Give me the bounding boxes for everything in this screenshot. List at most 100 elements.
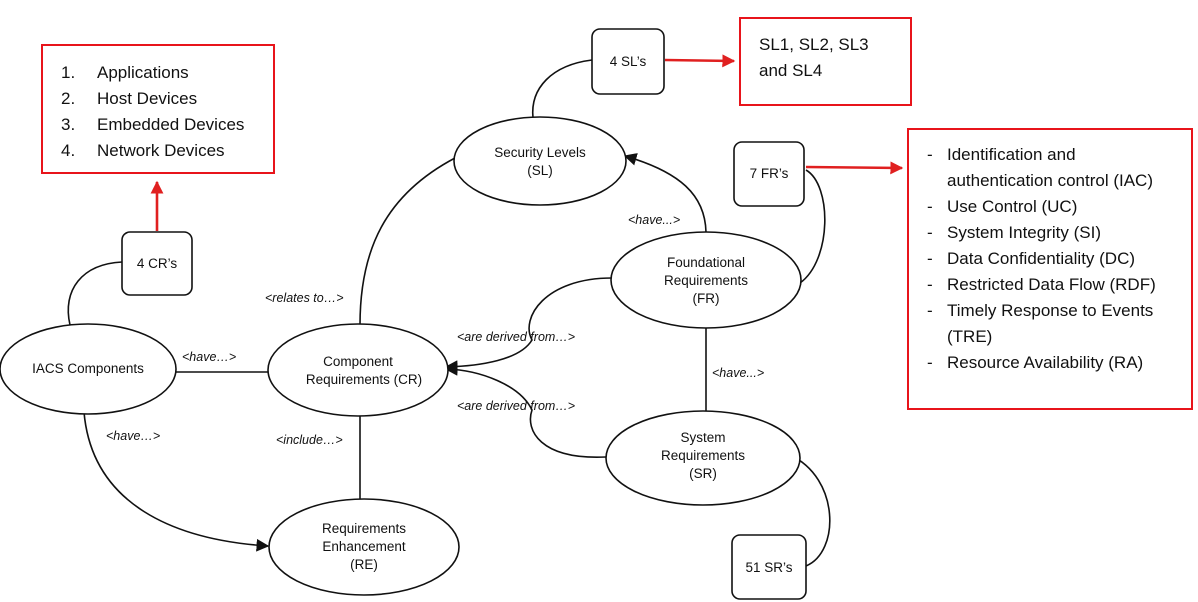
list-text: Timely Response to Events <box>947 301 1154 320</box>
node-label: System <box>680 430 725 445</box>
node-label: (SR) <box>689 466 717 481</box>
count-box-label: 7 FR’s <box>750 166 789 181</box>
svg-text:Security Levels: Security Levels <box>494 145 586 160</box>
cr-types-list: 1. Applications 2. Host Devices 3.Embedded… <box>61 60 273 164</box>
node-iacs-components: IACS Components <box>0 323 177 415</box>
list-text: Identification and <box>947 145 1076 164</box>
svg-text:(RE): (RE) <box>350 557 378 572</box>
list-text: Resource Availability (RA) <box>947 353 1144 372</box>
edge-label-cr-re: <include…> <box>276 433 343 447</box>
svg-text:Requirements: Requirements <box>664 273 748 288</box>
node-label: Requirements <box>322 521 406 536</box>
edge-iacs-crcount <box>67 261 123 326</box>
node-label: Foundational <box>667 255 745 270</box>
list-item: -Timely Response to Events <box>927 298 1191 324</box>
list-number: 1. <box>61 63 76 82</box>
list-item: -Use Control (UC) <box>927 194 1191 220</box>
edge-label-cr-sl: <relates to…> <box>265 291 344 305</box>
list-text: authentication control (IAC) <box>947 171 1153 190</box>
svg-text:<have...>: <have...> <box>628 213 680 227</box>
count-box-label: 51 SR’s <box>745 560 792 575</box>
list-marker: - <box>927 145 933 164</box>
list-item: authentication control (IAC) <box>927 168 1191 194</box>
node-label: (FR) <box>693 291 720 306</box>
list-text: Host Devices <box>97 89 198 108</box>
svg-text:<have...>: <have...> <box>712 366 764 380</box>
callout-sl-levels: SL1, SL2, SL3 and SL4 <box>739 17 912 106</box>
node-label: Requirements (CR) <box>306 372 422 387</box>
count-box-fr: 7 FR’s <box>733 141 805 207</box>
svg-text:Requirements: Requirements <box>661 448 745 463</box>
node-system-requirements: System Requirements (SR) <box>605 410 801 506</box>
node-requirements-enhancement: Requirements Enhancement (RE) <box>268 498 460 596</box>
list-text: (TRE) <box>947 327 993 346</box>
red-arrow-slcount <box>664 54 736 68</box>
node-label: Component <box>323 354 393 369</box>
edge-label-fr-sl: <have...> <box>628 213 680 227</box>
edge-fr-cr <box>444 277 613 374</box>
edge-sr-cr <box>444 362 607 458</box>
list-text: Data Confidentiality (DC) <box>947 249 1136 268</box>
svg-text:System: System <box>680 430 725 445</box>
svg-text:<have…>: <have…> <box>182 350 236 364</box>
edge-iacs-re <box>83 411 270 552</box>
svg-text:(FR): (FR) <box>693 291 720 306</box>
list-text: Embedded Devices <box>97 115 245 134</box>
list-item: 1. Applications <box>61 60 273 86</box>
list-number: 4. <box>61 141 76 160</box>
svg-text:Component: Component <box>323 354 393 369</box>
list-marker: - <box>927 353 933 372</box>
node-label: Security Levels <box>494 145 586 160</box>
sl-levels-line: SL1, SL2, SL3 <box>759 35 869 54</box>
svg-text:Requirements: Requirements <box>322 521 406 536</box>
node-label: (RE) <box>350 557 378 572</box>
svg-text:<relates to…>: <relates to…> <box>265 291 344 305</box>
list-item: 2. Host Devices <box>61 86 273 112</box>
node-label: Requirements <box>661 448 745 463</box>
svg-text:<are derived from…>: <are derived from…> <box>457 399 575 413</box>
count-box-sl: 4 SL’s <box>591 28 665 95</box>
svg-text:(SL): (SL) <box>527 163 553 178</box>
edge-fr-sl <box>623 153 707 233</box>
svg-text:<have…>: <have…> <box>106 429 160 443</box>
list-text: Network Devices <box>97 141 225 160</box>
edge-cr-sl <box>359 157 456 326</box>
node-component-requirements: Component Requirements (CR) <box>267 323 449 417</box>
edge-label-fr-cr: <are derived from…> <box>457 330 575 344</box>
list-item: -Restricted Data Flow (RDF) <box>927 272 1191 298</box>
count-box-cr: 4 CR’s <box>121 231 193 296</box>
list-number: 2. <box>61 89 76 108</box>
list-text: Applications <box>97 63 189 82</box>
list-marker: - <box>927 301 933 320</box>
svg-text:7 FR’s: 7 FR’s <box>750 166 789 181</box>
node-foundational-requirements: Foundational Requirements (FR) <box>610 231 802 329</box>
edge-sl-slcount <box>531 59 593 119</box>
node-security-levels: Security Levels (SL) <box>453 116 627 206</box>
svg-text:(SR): (SR) <box>689 466 717 481</box>
count-box-label: 4 SL’s <box>610 54 647 69</box>
list-item: 3.Embedded Devices <box>61 112 273 138</box>
list-marker <box>927 168 947 194</box>
list-text: Restricted Data Flow (RDF) <box>947 275 1156 294</box>
list-marker: - <box>927 197 933 216</box>
fr-list: -Identification and authentication contr… <box>927 142 1191 376</box>
list-text: Use Control (UC) <box>947 197 1078 216</box>
list-marker: - <box>927 223 933 242</box>
svg-text:<include…>: <include…> <box>276 433 343 447</box>
svg-text:IACS Components: IACS Components <box>32 361 144 376</box>
svg-text:Foundational: Foundational <box>667 255 745 270</box>
svg-text:Requirements (CR): Requirements (CR) <box>306 372 422 387</box>
callout-cr-types: 1. Applications 2. Host Devices 3.Embedded… <box>41 44 275 174</box>
list-marker: - <box>927 275 933 294</box>
list-item: -Data Confidentiality (DC) <box>927 246 1191 272</box>
node-label: (SL) <box>527 163 553 178</box>
node-label: Requirements <box>664 273 748 288</box>
count-box-sr: 51 SR’s <box>731 534 807 600</box>
edge-label-sr-cr: <are derived from…> <box>457 399 575 413</box>
edge-label-iacs-cr: <have…> <box>182 350 236 364</box>
list-item: -Resource Availability (RA) <box>927 350 1191 376</box>
count-box-label: 4 CR’s <box>137 256 178 271</box>
list-marker <box>927 324 947 350</box>
svg-text:<are derived from…>: <are derived from…> <box>457 330 575 344</box>
